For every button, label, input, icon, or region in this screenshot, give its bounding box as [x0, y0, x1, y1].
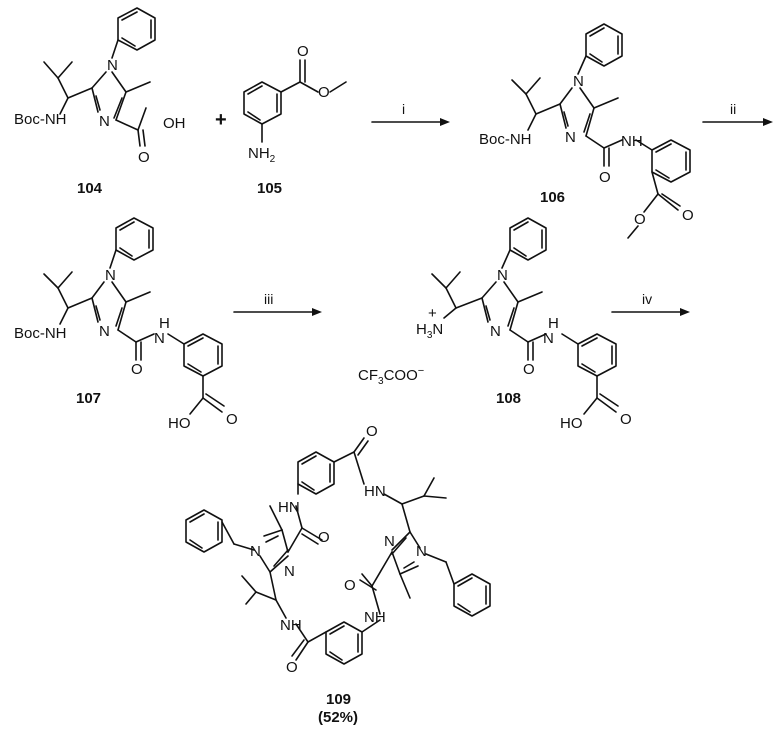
- reaction-arrow-iii: iii: [233, 291, 322, 316]
- compound-label-108: 108: [496, 390, 521, 407]
- o-atom-label: O: [131, 361, 143, 378]
- o-atom-label: O: [344, 577, 356, 594]
- compound-label-107: 107: [76, 390, 101, 407]
- reaction-arrow-i: i: [371, 101, 450, 126]
- o-atom-label: O: [523, 361, 535, 378]
- nh2-label: NH2: [248, 145, 276, 165]
- o-atom-label: O: [634, 211, 646, 228]
- compound-label-109: 109: [326, 691, 351, 708]
- n-atom-label: N: [105, 267, 116, 284]
- hn-label: HN: [278, 499, 300, 516]
- oh-label: OH: [163, 115, 186, 132]
- boc-nh-label: Boc-NH: [14, 325, 67, 342]
- counterion-label: CF3COO−: [358, 365, 424, 387]
- n-atom-label: N: [384, 533, 395, 550]
- n-atom-label: N: [497, 267, 508, 284]
- o-atom-label: O: [318, 84, 330, 101]
- charge-plus: +: [428, 305, 437, 322]
- reagent-label-i: i: [402, 101, 405, 117]
- h3n-label: H3N: [416, 321, 443, 341]
- n-atom-label: N: [99, 113, 110, 130]
- n-atom-label: N: [250, 543, 261, 560]
- n-atom-label: N: [490, 323, 501, 340]
- n-atom-label: N: [543, 330, 554, 347]
- nh-label: NH: [280, 617, 302, 634]
- compound-label-104: 104: [77, 180, 103, 197]
- reagent-label-iv: iv: [642, 291, 652, 307]
- o-atom-label: O: [297, 43, 309, 60]
- h-atom-label: H: [548, 315, 559, 332]
- reaction-arrow-iv: iv: [611, 291, 690, 316]
- o-atom-label: O: [138, 149, 150, 166]
- compound-109-structure: O HN HN O N N N N O NH NH O: [185, 423, 491, 676]
- yield-label-109: (52%): [318, 709, 358, 726]
- o-atom-label: O: [318, 529, 330, 546]
- compound-label-106: 106: [540, 189, 565, 206]
- n-atom-label: N: [99, 323, 110, 340]
- reagent-label-iii: iii: [264, 291, 273, 307]
- ho-label: HO: [560, 415, 583, 432]
- compound-106-structure: N N Boc-NH NH O O O: [479, 23, 694, 239]
- o-atom-label: O: [599, 169, 611, 186]
- reagent-label-ii: ii: [730, 101, 736, 117]
- h-atom-label: H: [159, 315, 170, 332]
- n-atom-label: N: [573, 73, 584, 90]
- compound-105-structure: O O NH2: [243, 43, 347, 165]
- o-atom-label: O: [682, 207, 694, 224]
- n-atom-label: N: [154, 330, 165, 347]
- n-atom-label: N: [284, 563, 295, 580]
- compound-108-structure: N N H3N + H N O O HO CF3COO−: [358, 217, 632, 432]
- o-atom-label: O: [366, 423, 378, 440]
- nh-label: NH: [621, 133, 643, 150]
- ho-label: HO: [168, 415, 191, 432]
- plus-sign: +: [215, 109, 227, 131]
- nh-label: NH: [364, 609, 386, 626]
- boc-nh-label: Boc-NH: [479, 131, 532, 148]
- o-atom-label: O: [226, 411, 238, 428]
- compound-label-105: 105: [257, 180, 282, 197]
- reaction-arrow-ii: ii: [702, 101, 773, 126]
- n-atom-label: N: [416, 543, 427, 560]
- o-atom-label: O: [286, 659, 298, 676]
- compound-104-structure: N N Boc-NH OH O: [14, 7, 186, 166]
- compound-107-structure: N N Boc-NH H N O O HO: [14, 217, 238, 432]
- n-atom-label: N: [565, 129, 576, 146]
- n-atom-label: N: [107, 57, 118, 74]
- o-atom-label: O: [620, 411, 632, 428]
- boc-nh-label: Boc-NH: [14, 111, 67, 128]
- hn-label: HN: [364, 483, 386, 500]
